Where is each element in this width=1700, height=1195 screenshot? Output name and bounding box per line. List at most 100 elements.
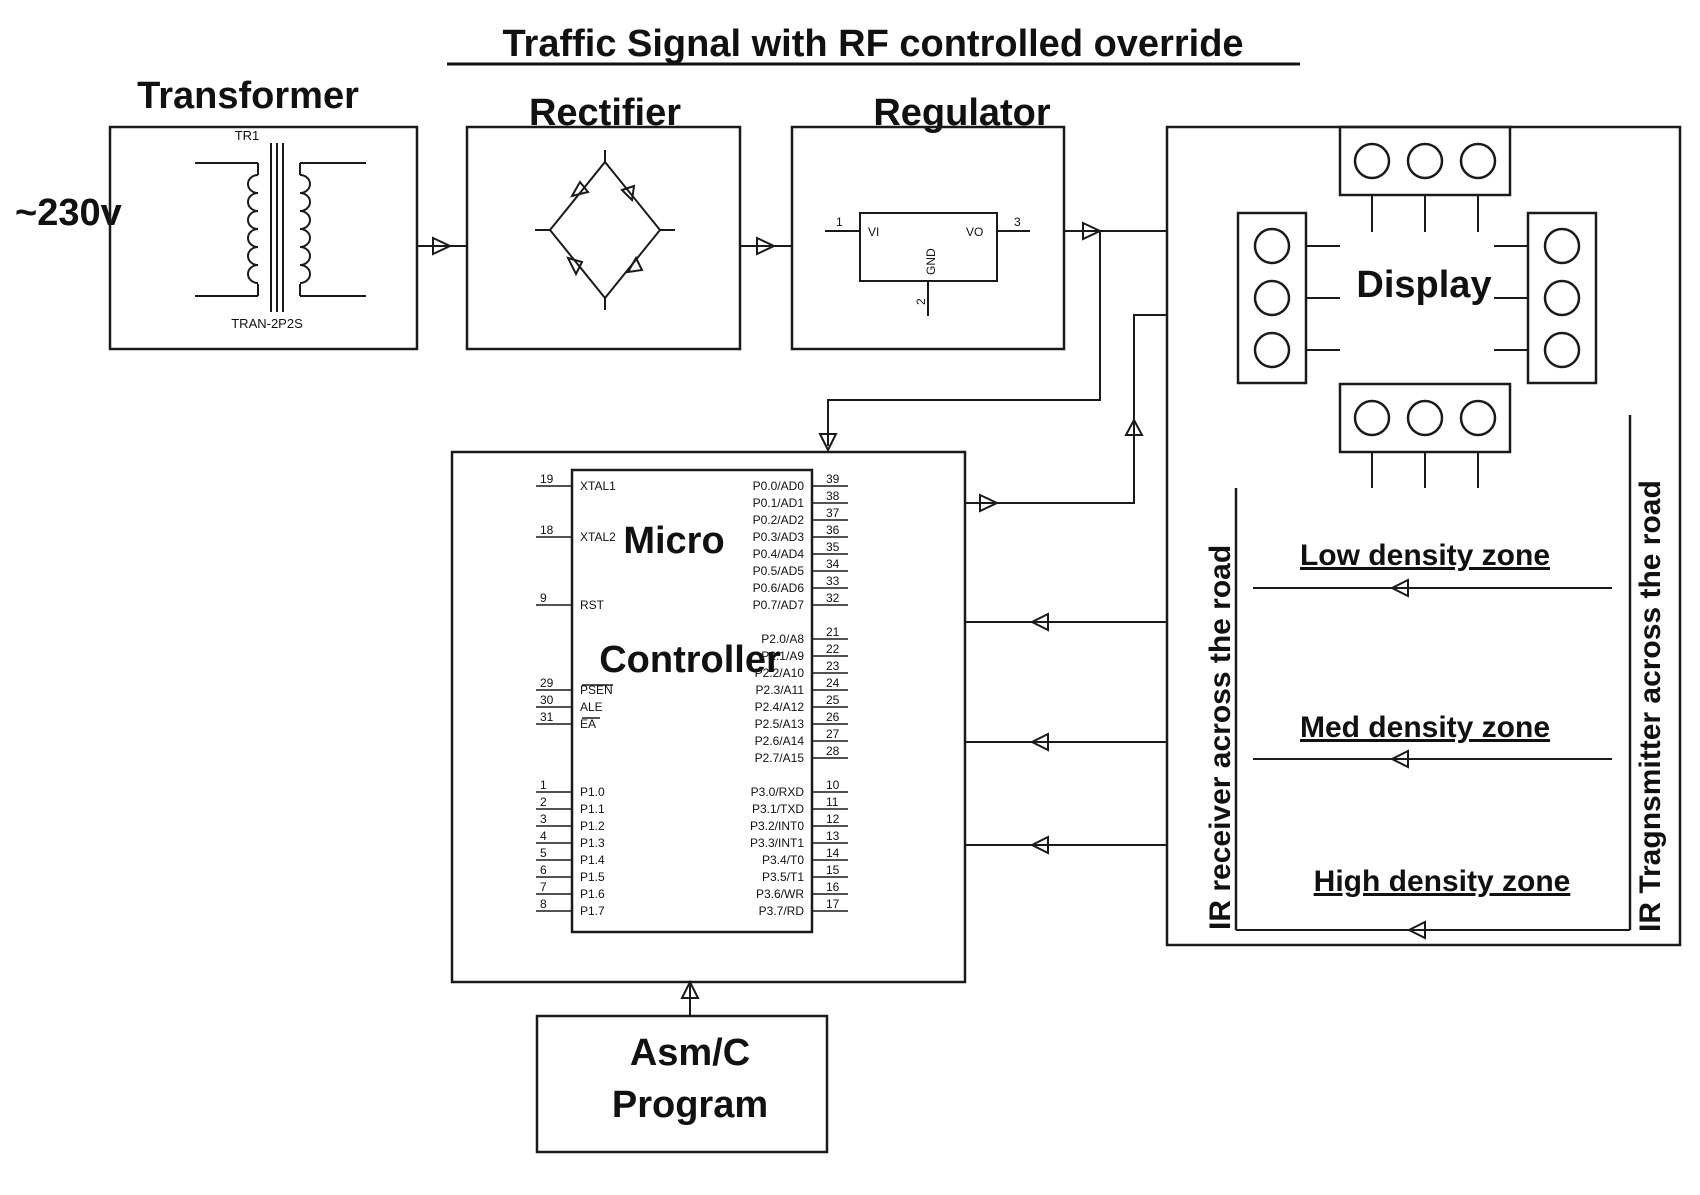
mcu-pin-name: P1.5 <box>580 870 605 884</box>
regulator-pin-vo: VO <box>966 225 983 239</box>
regulator-pin-num-out: 3 <box>1014 215 1021 229</box>
mcu-pin-name: PSEN <box>580 683 613 697</box>
mcu-pin-name: P3.2/INT0 <box>750 819 804 833</box>
regulator-block <box>790 125 1066 351</box>
regulator-pin-num-gnd: 2 <box>914 298 928 305</box>
mcu-pin-name: P0.0/AD0 <box>753 479 805 493</box>
mcu-pin-number: 14 <box>826 846 840 860</box>
mcu-pin-name: P3.3/INT1 <box>750 836 804 850</box>
mcu-pin-number: 19 <box>540 472 554 486</box>
zone-low-label: Low density zone <box>1300 539 1550 572</box>
mcu-pin-number: 22 <box>826 642 840 656</box>
display-label: Display <box>1356 264 1491 306</box>
mcu-pin-number: 39 <box>826 472 840 486</box>
mcu-pin-number: 4 <box>540 829 547 843</box>
microcontroller-block <box>450 450 967 984</box>
program-label-line1: Asm/C <box>630 1032 750 1074</box>
mcu-pin-number: 34 <box>826 557 840 571</box>
mcu-pin-name: XTAL1 <box>580 479 616 493</box>
mcu-pin-number: 15 <box>826 863 840 877</box>
mcu-pin-name: P2.5/A13 <box>755 717 805 731</box>
mcu-pin-number: 13 <box>826 829 840 843</box>
mcu-pin-number: 16 <box>826 880 840 894</box>
signal-light-north <box>1338 125 1512 232</box>
arrow-head-regulator <box>756 236 777 256</box>
regulator-pin-gnd: GND <box>924 248 938 275</box>
mcu-pin-name: P1.2 <box>580 819 605 833</box>
power-bus-wiring <box>818 221 1167 513</box>
mcu-pin-name: P3.0/RXD <box>751 785 805 799</box>
signal-light-east <box>1494 211 1598 385</box>
arrow-head-rectifier <box>432 236 453 256</box>
mcu-pin-name: P3.5/T1 <box>762 870 804 884</box>
mcu-pin-name: P2.7/A15 <box>755 751 805 765</box>
mcu-pin-name: P2.4/A12 <box>755 700 805 714</box>
mcu-pin-number: 5 <box>540 846 547 860</box>
mcu-pin-name: P0.5/AD5 <box>753 564 805 578</box>
signal-light-west <box>1236 211 1340 385</box>
mcu-pin-number: 23 <box>826 659 840 673</box>
mcu-pin-number: 11 <box>826 795 839 809</box>
mcu-pin-number: 18 <box>540 523 554 537</box>
mcu-pin-number: 24 <box>826 676 840 690</box>
mcu-pin-name: P2.0/A8 <box>761 632 804 646</box>
mcu-pin-number: 1 <box>540 778 547 792</box>
mcu-pin-name: P2.6/A14 <box>755 734 805 748</box>
mcu-pin-name: RST <box>580 598 605 612</box>
mcu-pin-name: P1.1 <box>580 802 605 816</box>
zone-low-arrow <box>1389 578 1409 598</box>
mcu-pin-name: P3.6/WR <box>756 887 804 901</box>
mcu-pin-name: P0.1/AD1 <box>753 496 805 510</box>
zone-med-arrow <box>1389 749 1409 769</box>
mcu-pin-name: P0.3/AD3 <box>753 530 805 544</box>
diagram-title: Traffic Signal with RF controlled overri… <box>502 23 1243 65</box>
mcu-pin-number: 35 <box>826 540 840 554</box>
program-label-line2: Program <box>612 1084 768 1126</box>
mcu-pin-number: 33 <box>826 574 840 588</box>
transformer-part: TRAN-2P2S <box>231 316 303 331</box>
mcu-pin-number: 37 <box>826 506 840 520</box>
bridge-rectifier-symbol <box>535 150 675 310</box>
micro-label-line2: Controller <box>599 639 781 681</box>
mcu-pin-number: 8 <box>540 897 547 911</box>
mcu-pin-number: 25 <box>826 693 840 707</box>
mcu-pin-number: 21 <box>826 625 840 639</box>
mcu-pin-number: 36 <box>826 523 840 537</box>
signal-light-south <box>1338 382 1512 488</box>
input-voltage-label: ~230v <box>15 192 122 234</box>
display-panel <box>1165 125 1682 947</box>
transformer-symbol <box>195 143 366 312</box>
zone-high-arrow <box>1406 920 1426 940</box>
mcu-pin-name: EA <box>580 717 596 731</box>
mcu-pin-name: P1.6 <box>580 887 605 901</box>
mcu-pin-name: P1.3 <box>580 836 605 850</box>
zone-high-label: High density zone <box>1314 865 1571 898</box>
mcu-pin-number: 7 <box>540 880 547 894</box>
micro-label-line1: Micro <box>623 520 724 562</box>
mcu-pin-number: 10 <box>826 778 840 792</box>
mcu-pin-name: P1.7 <box>580 904 605 918</box>
mcu-pin-name: P3.4/T0 <box>762 853 804 867</box>
mcu-pin-name: P1.0 <box>580 785 605 799</box>
mcu-pin-name: P0.4/AD4 <box>753 547 805 561</box>
mcu-pin-number: 3 <box>540 812 547 826</box>
mcu-pin-number: 2 <box>540 795 547 809</box>
regulator-pin-vi: VI <box>868 225 879 239</box>
mcu-right-pins: 39P0.0/AD038P0.1/AD137P0.2/AD236P0.3/AD3… <box>750 472 848 918</box>
transformer-ref: TR1 <box>235 128 260 143</box>
mcu-pin-name: XTAL2 <box>580 530 616 544</box>
mcu-pin-number: 9 <box>540 591 547 605</box>
ir-receiver-label: IR receiver across the road <box>1204 545 1237 930</box>
program-block <box>535 1014 829 1154</box>
mcu-pin-number: 32 <box>826 591 840 605</box>
mcu-pin-name: ALE <box>580 700 603 714</box>
zone-med-label: Med density zone <box>1300 711 1550 744</box>
mcu-pin-number: 12 <box>826 812 840 826</box>
mcu-pin-name: P0.7/AD7 <box>753 598 805 612</box>
mcu-pin-name: P2.1/A9 <box>761 649 804 663</box>
mcu-pin-name: P3.1/TXD <box>752 802 804 816</box>
arrow-head-mcu <box>680 979 700 999</box>
mcu-pin-number: 29 <box>540 676 554 690</box>
